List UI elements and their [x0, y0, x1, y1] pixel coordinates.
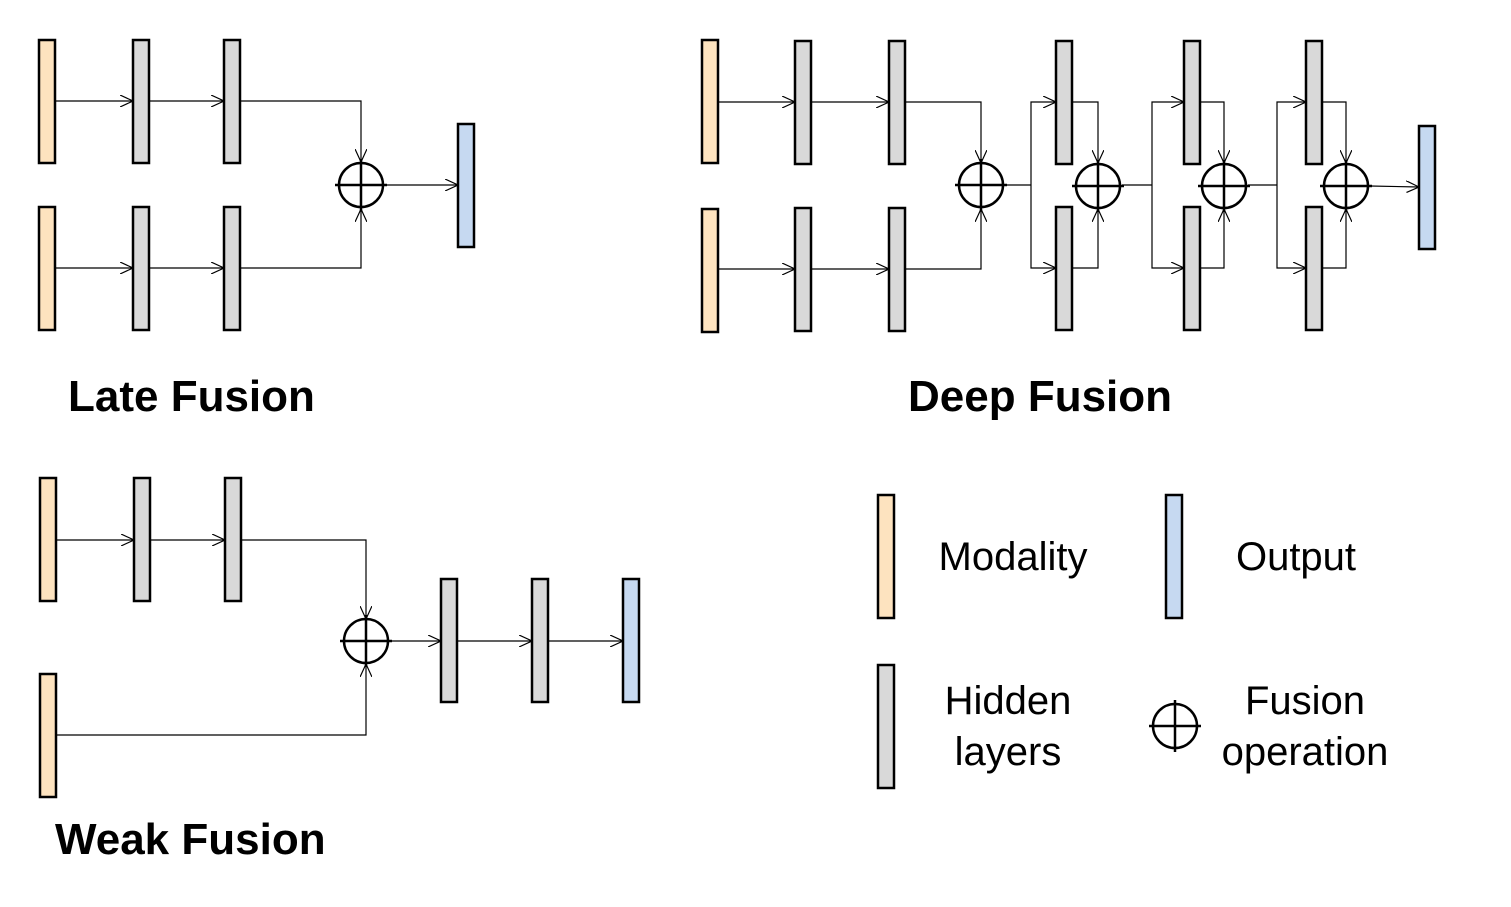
weak-fusion-blocks	[38, 476, 641, 799]
late-fusion-title: Late Fusion	[68, 372, 315, 421]
deep-fusion-title: Deep Fusion	[908, 372, 1172, 421]
legend-hidden-swatch	[876, 663, 896, 790]
hidden-layer-block	[1304, 39, 1324, 166]
weak-fusion-diagram	[57, 540, 623, 736]
deep-fusion-diagram	[719, 102, 1419, 269]
hidden-layer-block	[1054, 205, 1074, 332]
legend-modality-label: Modality	[939, 535, 1088, 579]
fusion-icon	[1198, 160, 1250, 212]
legend-output-label: Output	[1236, 535, 1356, 579]
deep-fusion-blocks	[700, 38, 1437, 334]
hidden-layer-block	[222, 205, 242, 332]
modality-block	[700, 207, 720, 334]
hidden-layer-block	[887, 39, 907, 166]
hidden-layer-block	[222, 38, 242, 165]
legend-hidden-label-line2: layers	[955, 730, 1062, 774]
fusion-icon	[335, 159, 387, 211]
hidden-layer-block	[793, 39, 813, 166]
modality-block	[38, 476, 58, 603]
legend-fusion-label-line1: Fusion	[1245, 679, 1365, 723]
modality-block	[37, 205, 57, 332]
hidden-layer-block	[131, 38, 151, 165]
fusion-icon	[340, 615, 392, 667]
output-block	[621, 577, 641, 704]
fusion-icon	[1320, 160, 1372, 212]
legend-fusion-label-line2: operation	[1222, 730, 1389, 774]
hidden-layer-block	[223, 476, 243, 603]
modality-block	[37, 38, 57, 165]
hidden-layer-block	[132, 476, 152, 603]
hidden-layer-block	[1304, 205, 1324, 332]
modality-block	[700, 38, 720, 165]
modality-block	[38, 672, 58, 799]
hidden-layer-block	[1182, 39, 1202, 166]
hidden-layer-block	[439, 577, 459, 704]
fusion-icon	[955, 159, 1007, 211]
late-fusion-diagram	[56, 101, 458, 268]
output-block	[1417, 124, 1437, 251]
output-block	[456, 122, 476, 249]
legend-modality-swatch	[876, 493, 896, 620]
hidden-layer-block	[1054, 39, 1074, 166]
legend-fusion-icon	[1149, 700, 1201, 752]
weak-fusion-title: Weak Fusion	[55, 815, 326, 864]
legend-hidden-label-line1: Hidden	[945, 679, 1072, 723]
late-fusion-blocks	[37, 38, 476, 332]
hidden-layer-block	[530, 577, 550, 704]
hidden-layer-block	[131, 205, 151, 332]
hidden-layer-block	[793, 206, 813, 333]
fusion-icon	[1072, 160, 1124, 212]
hidden-layer-block	[887, 206, 907, 333]
legend-output-swatch	[1164, 493, 1184, 620]
hidden-layer-block	[1182, 205, 1202, 332]
legend	[876, 493, 1201, 790]
